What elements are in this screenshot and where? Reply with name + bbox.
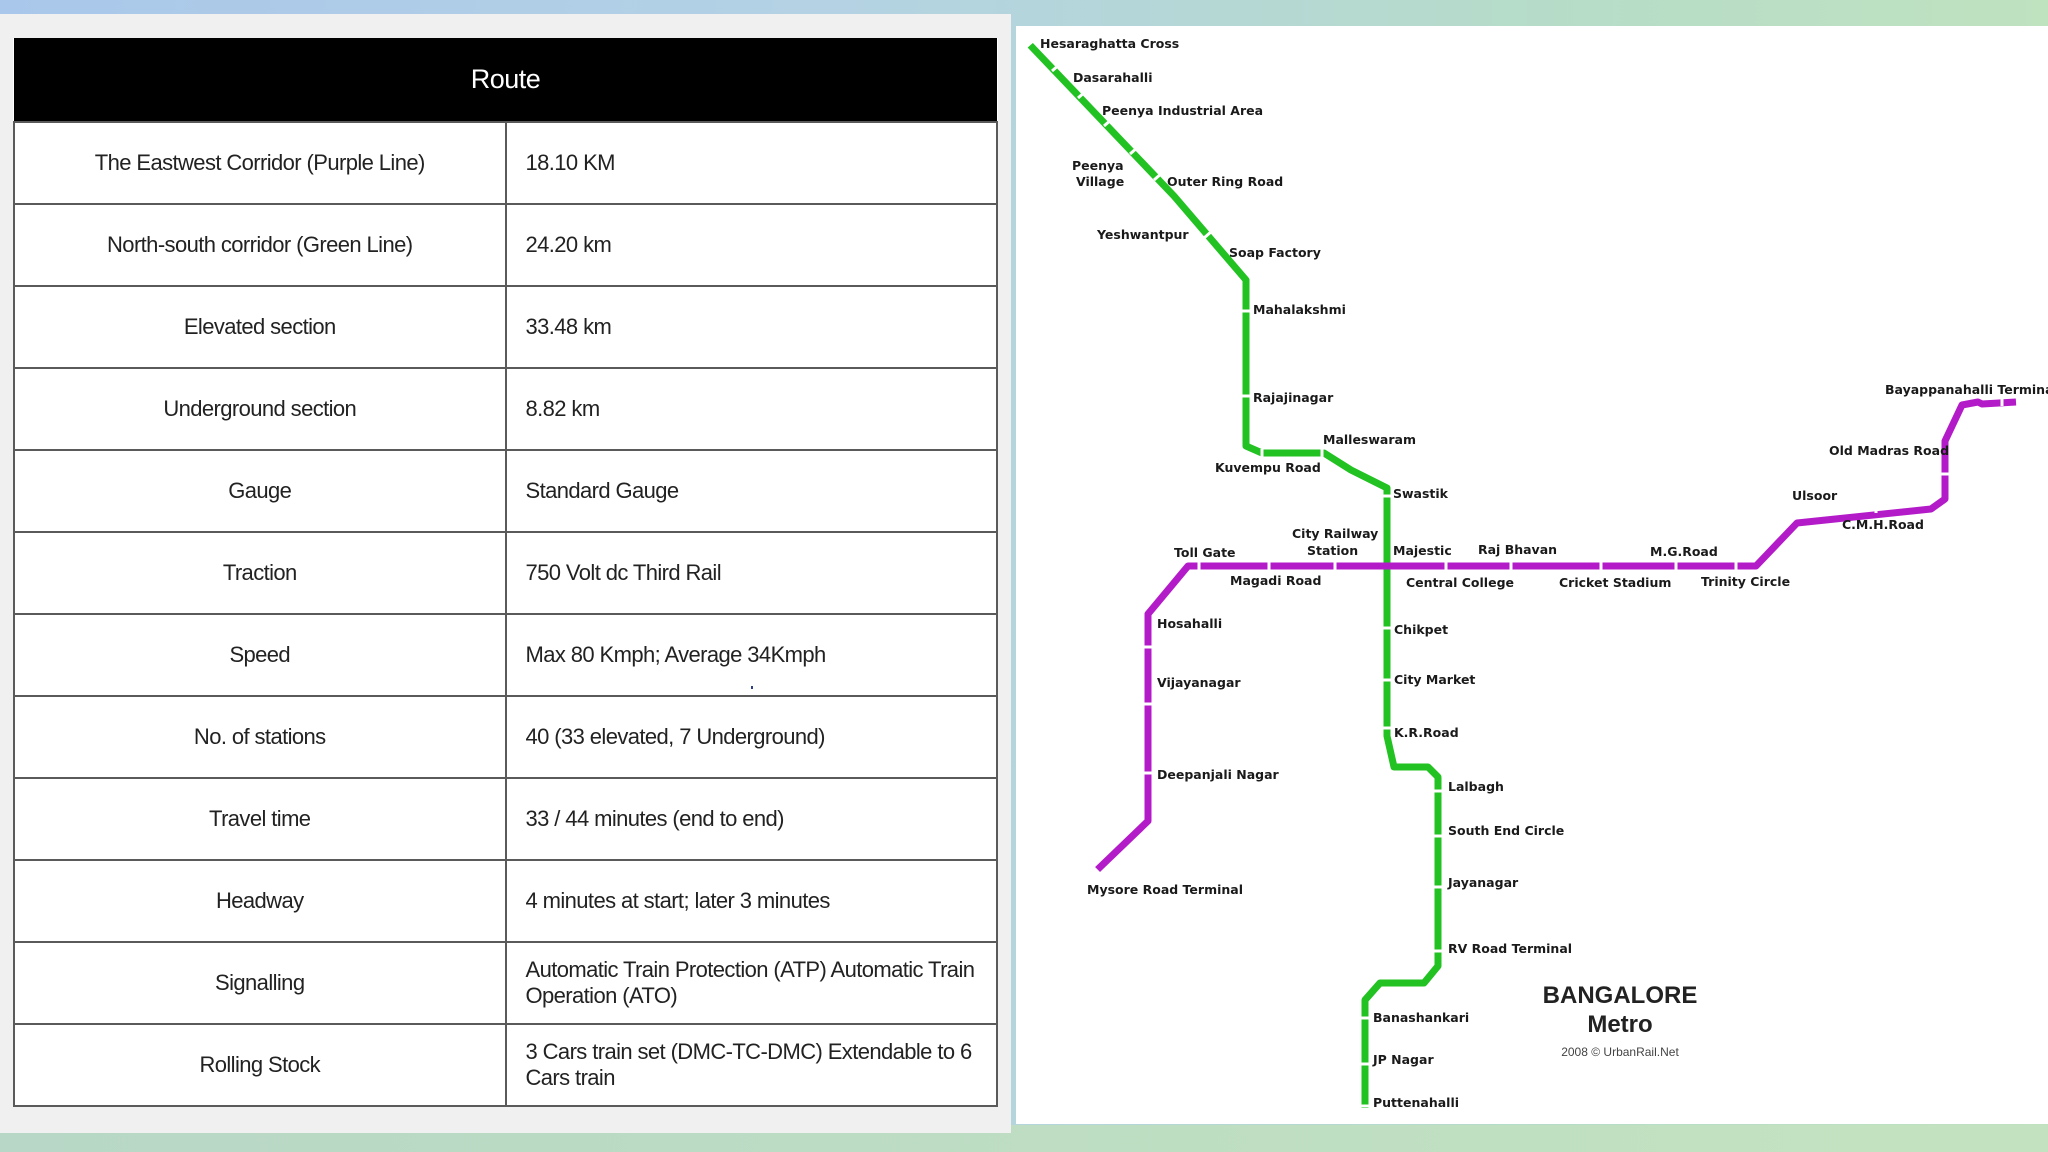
station-marker [1103,117,1113,128]
row-value: 750 Volt dc Third Rail [504,531,998,615]
station-label-swastik: Swastik [1393,486,1449,501]
row-label: Speed [13,613,507,697]
row-value: 33.48 km [504,285,998,369]
station-label-rv-road-terminal: RV Road Terminal [1448,941,1572,956]
station-label-deepanjali-nagar: Deepanjali Nagar [1157,767,1280,782]
station-label-peenya-village: Village [1076,174,1124,189]
station-marker [1090,864,1102,876]
map-title-bangalore: BANGALORE [1543,982,1698,1009]
table-header-row: Route [14,38,997,122]
row-value: 8.82 km [504,367,998,451]
table-row: Rolling Stock 3 Cars train set (DMC-TC-D… [13,1023,998,1107]
station-label-lalbagh: Lalbagh [1448,779,1504,794]
station-label-jp-nagar: JP Nagar [1372,1052,1434,1067]
station-label-mahalakshmi: Mahalakshmi [1253,302,1346,317]
station-label-old-madras-road: Old Madras Road [1829,443,1949,458]
station-marker [1051,62,1061,73]
purple-line-route [1093,398,2017,874]
row-label: Underground section [13,367,507,451]
station-label-cricket-stadium: Cricket Stadium [1559,575,1671,590]
station-label-central-college: Central College [1406,575,1514,590]
stray-dot-mark [751,686,753,689]
green-line-route [1027,42,1442,1108]
station-label-jayanagar: Jayanagar [1447,875,1519,890]
table-row: Speed Max 80 Kmph; Average 34Kmph [13,613,998,697]
station-label-ulsoor: Ulsoor [1792,488,1838,503]
metro-map-panel: Hesaraghatta Cross Dasarahalli Peenya In… [1016,26,2048,1124]
row-label: No. of stations [13,695,507,779]
station-label-rajajinagar: Rajajinagar [1253,390,1334,405]
station-label-puttenahalli: Puttenahalli [1373,1095,1459,1110]
station-label-hesaraghatta-cross: Hesaraghatta Cross [1040,36,1179,51]
station-label-magadi-road: Magadi Road [1230,573,1321,588]
station-label-yeshwantpur: Yeshwantpur [1096,227,1189,242]
row-value: 3 Cars train set (DMC-TC-DMC) Extendable… [504,1023,998,1107]
station-label-kr-road: K.R.Road [1394,725,1459,740]
row-value: Standard Gauge [504,449,998,533]
table-row: Underground section 8.82 km [13,367,998,451]
station-label-soap-factory: Soap Factory [1229,245,1321,260]
map-credit: 2008 © UrbanRail.Net [1561,1045,1679,1059]
row-value: 18.10 KM [504,121,998,205]
table-row: No. of stations 40 (33 elevated, 7 Under… [13,695,998,779]
table-row: Travel time 33 / 44 minutes (end to end) [13,777,998,861]
station-label-trinity-circle: Trinity Circle [1701,574,1790,589]
row-value: Automatic Train Protection (ATP) Automat… [504,941,998,1025]
row-value: 33 / 44 minutes (end to end) [504,777,998,861]
station-label-baiyappanahalli-terminal: Bayappanahalli Terminal [1885,382,2048,397]
station-label-vijayanagar: Vijayanagar [1157,675,1241,690]
table-header-route: Route [14,38,997,122]
table-row: North-south corridor (Green Line) 24.20 … [13,203,998,287]
row-value: Max 80 Kmph; Average 34Kmph [504,613,998,697]
station-label-city-railway-station: City Railway [1292,526,1378,541]
station-label-south-end-circle: South End Circle [1448,823,1564,838]
station-label-kuvempu-road: Kuvempu Road [1215,460,1321,475]
station-label-city-market: City Market [1394,672,1475,687]
station-markers [1025,38,2004,1108]
row-label: The Eastwest Corridor (Purple Line) [13,121,507,205]
table-row: Elevated section 33.48 km [13,285,998,369]
station-marker [1129,145,1139,156]
station-label-cmh-road: C.M.H.Road [1842,517,1924,532]
station-label-outer-ring-road: Outer Ring Road [1167,174,1283,189]
station-label-mysore-road-terminal: Mysore Road Terminal [1087,882,1243,897]
station-label-chikpet: Chikpet [1394,622,1448,637]
row-value: 4 minutes at start; later 3 minutes [504,859,998,943]
station-label-peenya-village: Peenya [1072,158,1124,173]
station-label-majestic: Majestic [1393,543,1452,558]
station-label-raj-bhavan: Raj Bhavan [1478,542,1557,557]
row-label: Elevated section [13,285,507,369]
map-title-metro: Metro [1587,1011,1652,1038]
station-label-peenya-industrial-area: Peenya Industrial Area [1102,103,1263,118]
table-row: Headway 4 minutes at start; later 3 minu… [13,859,998,943]
station-marker [1153,171,1163,182]
station-label-hosahalli: Hosahalli [1157,616,1222,631]
row-value: 40 (33 elevated, 7 Underground) [504,695,998,779]
row-label: Travel time [13,777,507,861]
station-label-malleswaram: Malleswaram [1323,432,1416,447]
table-row: Signalling Automatic Train Protection (A… [13,941,998,1025]
station-marker [1203,229,1213,240]
row-label: Headway [13,859,507,943]
station-marker [1077,89,1087,100]
station-label-city-railway-station: Station [1307,543,1358,558]
station-label-toll-gate: Toll Gate [1174,545,1236,560]
station-label-mg-road: M.G.Road [1650,544,1718,559]
station-marker [1025,38,1035,49]
station-label-dasarahalli: Dasarahalli [1073,70,1152,85]
row-label: Signalling [13,941,507,1025]
spec-table-panel: Route The Eastwest Corridor (Purple Line… [0,14,1011,1133]
row-value: 24.20 km [504,203,998,287]
row-label: Rolling Stock [13,1023,507,1107]
metro-map: Hesaraghatta Cross Dasarahalli Peenya In… [1025,36,2048,1110]
table-row: Gauge Standard Gauge [13,449,998,533]
row-label: Gauge [13,449,507,533]
station-label-banashankari: Banashankari [1373,1010,1469,1025]
row-label: Traction [13,531,507,615]
row-label: North-south corridor (Green Line) [13,203,507,287]
table-row: Traction 750 Volt dc Third Rail [13,531,998,615]
metro-spec-table: Route The Eastwest Corridor (Purple Line… [13,38,998,1107]
table-row: The Eastwest Corridor (Purple Line) 18.1… [13,121,998,205]
